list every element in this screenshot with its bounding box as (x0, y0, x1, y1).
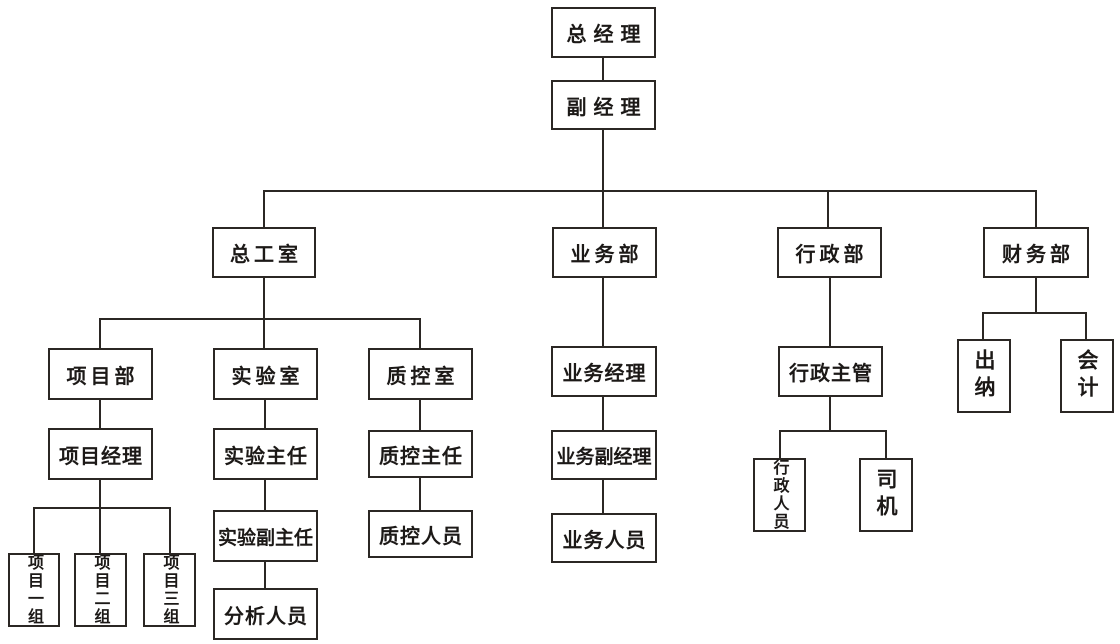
connector-line (602, 397, 604, 430)
node-laboratory: 实验室 (213, 348, 318, 400)
connector-line (602, 278, 604, 346)
connector-line (885, 430, 887, 458)
node-business-manager: 业务经理 (551, 346, 657, 397)
connector-line (264, 562, 266, 588)
connector-line (33, 507, 171, 509)
node-project-dept: 项目部 (48, 348, 153, 400)
connector-line (827, 190, 829, 227)
node-project-team-1: 项目一组 (8, 553, 60, 627)
connector-line (602, 480, 604, 513)
connector-line (99, 480, 101, 553)
node-qc-staff: 质控人员 (368, 510, 473, 558)
node-analysis-staff: 分析人员 (213, 588, 318, 640)
connector-line (419, 478, 421, 510)
connector-line (602, 130, 604, 227)
node-project-manager: 项目经理 (48, 428, 153, 480)
connector-line (602, 58, 604, 82)
node-deputy-manager: 副经理 (551, 80, 656, 130)
connector-line (264, 400, 266, 428)
node-finance-dept: 财务部 (983, 227, 1089, 278)
connector-line (779, 430, 887, 432)
connector-line (982, 312, 1087, 314)
node-chief-engineer-office: 总工室 (212, 227, 316, 278)
node-qc-office: 质控室 (368, 348, 473, 400)
node-project-team-2: 项目二组 (74, 553, 127, 627)
node-cashier: 出纳 (957, 339, 1011, 413)
node-business-dept: 业务部 (552, 227, 657, 278)
node-admin-supervisor: 行政主管 (778, 346, 883, 397)
node-deputy-business-manager: 业务副经理 (551, 430, 657, 480)
connector-line (419, 400, 421, 430)
node-project-team-3: 项目三组 (143, 553, 196, 627)
connector-line (264, 480, 266, 510)
connector-line (779, 430, 781, 458)
connector-line (99, 400, 101, 428)
node-admin-staff: 行政人员 (753, 458, 806, 532)
connector-line (829, 278, 831, 346)
connector-line (99, 318, 421, 320)
connector-line (1085, 312, 1087, 339)
connector-line (982, 312, 984, 339)
node-driver: 司机 (859, 458, 913, 532)
connector-line (169, 507, 171, 553)
connector-line (33, 507, 35, 553)
connector-line (263, 278, 265, 348)
connector-line (263, 190, 265, 227)
connector-line (829, 397, 831, 432)
node-qc-director: 质控主任 (368, 430, 473, 478)
node-business-staff: 业务人员 (551, 513, 657, 563)
connector-line (99, 318, 101, 348)
connector-line (419, 318, 421, 348)
node-deputy-lab-director: 实验副主任 (213, 510, 318, 562)
connector-line (1035, 190, 1037, 227)
node-general-manager: 总经理 (551, 7, 656, 58)
node-lab-director: 实验主任 (213, 428, 318, 480)
node-accountant: 会计 (1060, 339, 1114, 413)
connector-line (263, 190, 1037, 192)
connector-line (1035, 278, 1037, 314)
node-admin-dept: 行政部 (777, 227, 882, 278)
